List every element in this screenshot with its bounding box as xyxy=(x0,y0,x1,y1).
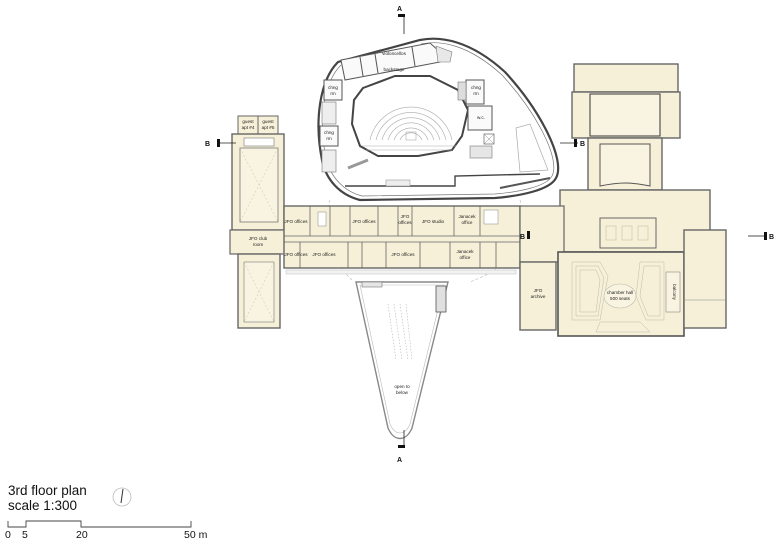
room-label-jfo-offices-1: JFO offices xyxy=(284,219,308,224)
section-b-left: B xyxy=(205,141,210,148)
room-label-janacek-office-2b: office xyxy=(460,255,471,260)
room-label-jfo-archive-b: archive xyxy=(531,294,546,299)
plan-title-text: 3rd floor plan xyxy=(8,483,87,498)
room-label-jfo-offices-3b: offices xyxy=(398,220,412,225)
left-wing: guest apt #4 guest apt #5 JFO club room xyxy=(229,115,287,329)
room-label-wc: w.c. xyxy=(477,115,485,120)
room-label-janacek-office-1b: office xyxy=(462,220,473,225)
office-corridor: JFO offices JFO offices JFO offices JFO … xyxy=(283,205,521,275)
room-label-jfo-offices-5: JFO offices xyxy=(391,252,415,257)
room-label-violoncellos: violoncellos xyxy=(382,51,406,56)
scale-tick-20: 20 xyxy=(76,529,88,541)
open-to-below-volume: open to below xyxy=(355,281,449,440)
room-label-guest-apt-4: guest xyxy=(242,119,254,124)
room-label-chng-rm-3: chng xyxy=(324,130,334,135)
concert-hall-volume: violoncellos backstage chng rm chng rm c… xyxy=(317,37,560,202)
scale-tick-0: 0 xyxy=(5,529,11,541)
scale-bar xyxy=(7,520,192,528)
room-label-jfo-offices-2: JFO offices xyxy=(352,219,376,224)
room-label-chng-rm-2b: rm xyxy=(473,91,479,96)
room-label-jfo-club-room: JFO club xyxy=(249,236,268,241)
north-arrow-icon xyxy=(112,487,132,507)
room-label-open-to-below-b: below xyxy=(396,390,409,395)
section-b-center: B xyxy=(520,234,525,241)
room-label-jfo-offices-4: JFO offices xyxy=(312,252,336,257)
room-label-chng-rm-1: chng xyxy=(328,85,338,90)
room-label-jfo-archive: JFO xyxy=(534,288,543,293)
room-label-chamber-hall: chamber hall xyxy=(607,290,633,295)
room-label-guest-apt-4b: apt #4 xyxy=(242,125,255,130)
section-markers: A A B B B B xyxy=(205,6,774,464)
room-label-guest-apt-5b: apt #5 xyxy=(262,125,275,130)
room-label-jfo-studio: JFO studio xyxy=(422,219,445,224)
room-label-jfo-offices-3: JFO xyxy=(401,214,410,219)
section-a-bottom: A xyxy=(397,457,402,464)
room-label-chamber-hall-b: 500 seats xyxy=(610,296,631,301)
room-label-backstage: backstage xyxy=(384,67,405,72)
section-b-mid: B xyxy=(580,141,585,148)
right-wing: JFO archive chamber hall 500 seats balco… xyxy=(519,63,727,337)
room-label-guest-apt-5: guest xyxy=(262,119,274,124)
scale-tick-5: 5 xyxy=(22,529,28,541)
room-label-janacek-office-2: Janacek xyxy=(456,249,474,254)
room-label-open-to-below: open to xyxy=(394,384,410,389)
section-b-right: B xyxy=(769,234,774,241)
room-label-chng-rm-3b: rm xyxy=(326,136,332,141)
room-label-janacek-office-1: Janacek xyxy=(458,214,476,219)
scale-tick-50: 50 m xyxy=(184,529,208,541)
scale-bar-labels: 0 5 20 50 m xyxy=(0,529,220,543)
plan-title: 3rd floor plan scale 1:300 xyxy=(8,483,87,513)
section-a-top: A xyxy=(397,6,402,13)
room-label-chng-rm-2: chng xyxy=(471,85,481,90)
room-label-balcony: balcony xyxy=(672,284,677,301)
room-label-jfo-offices-6: JFO offices xyxy=(284,252,308,257)
plan-scale-text: scale 1:300 xyxy=(8,498,78,513)
room-label-chng-rm-1b: rm xyxy=(330,91,336,96)
room-label-jfo-club-room-b: room xyxy=(253,242,264,247)
